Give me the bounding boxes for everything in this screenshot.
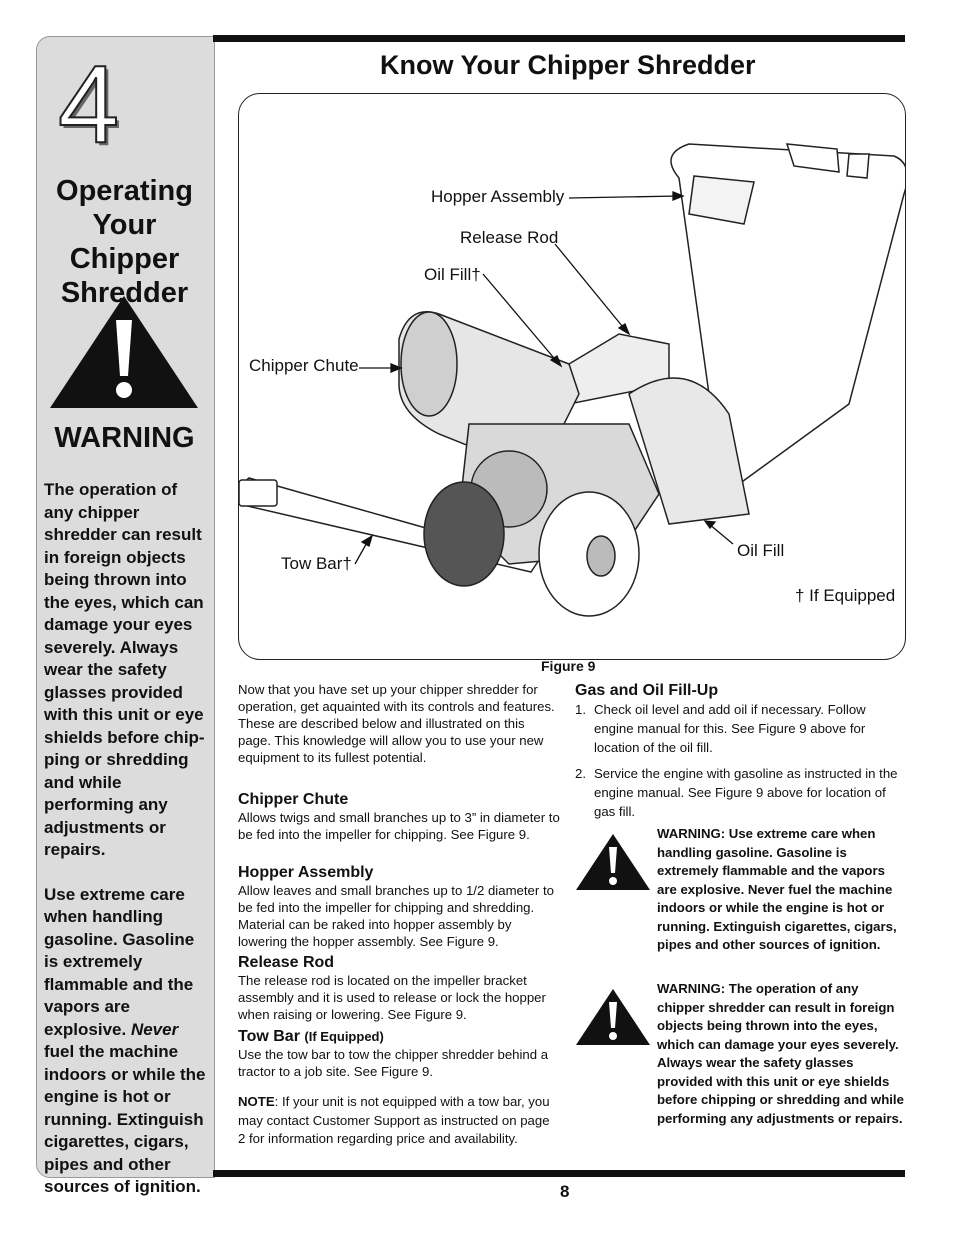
sidebar-warning-label: WARNING xyxy=(54,422,195,454)
section-hopper-assembly: Hopper Assembly Allow leaves and small b… xyxy=(238,863,560,950)
chapter-sidebar xyxy=(36,36,215,1178)
page-title: Know Your Chipper Shredder xyxy=(380,50,756,80)
bottom-rule xyxy=(213,1170,905,1177)
warning-text: WARNING: Use extreme care when handling … xyxy=(657,826,897,952)
sidebar-title: Operating Your Chipper Shredder xyxy=(36,174,213,310)
sidebar-warning-text: The operation of any chipper shredder ca… xyxy=(44,479,208,1221)
page-number: 8 xyxy=(560,1182,570,1201)
list-item: 1.Check oil level and add oil if necessa… xyxy=(575,702,866,755)
section-text: Allow leaves and small branches up to 1/… xyxy=(238,883,554,949)
sidebar-warning-para: Use extreme care when handling gasoline.… xyxy=(44,884,206,1197)
section-chipper-chute: Chipper Chute Allows twigs and small bra… xyxy=(238,790,560,843)
chapter-number: 4 xyxy=(57,43,120,166)
section-text: Use the tow bar to tow the chipper shred… xyxy=(238,1047,549,1079)
sidebar-title-line: Your Chipper xyxy=(69,209,180,275)
figure-caption: Figure 9 xyxy=(541,658,596,674)
callout-hopper-assembly: Hopper Assembly xyxy=(431,187,565,206)
section-heading: Tow Bar (If Equipped) xyxy=(238,1028,384,1045)
section-heading: Hopper Assembly xyxy=(238,864,374,881)
warning-triangle-icon xyxy=(575,988,651,1051)
section-heading: Chipper Chute xyxy=(238,791,349,808)
callout-oil-fill: Oil Fill xyxy=(737,541,785,560)
section-text: The release rod is located on the impell… xyxy=(238,973,546,1022)
section-heading: Release Rod xyxy=(238,954,335,971)
callout-release-rod: Release Rod xyxy=(460,228,559,247)
gas-oil-section: Gas and Oil Fill-Up 1.Check oil level an… xyxy=(575,681,905,821)
callout-oil-fill-dagger: Oil Fill† xyxy=(424,265,481,284)
callout-if-equipped: † If Equipped xyxy=(795,586,896,605)
section-tow-bar: Tow Bar (If Equipped) Use the tow bar to… xyxy=(238,1027,560,1080)
list-item: 2.Service the engine with gasoline as in… xyxy=(575,766,898,819)
callout-chipper-chute: Chipper Chute xyxy=(249,356,359,375)
chipper-shredder-illustration xyxy=(239,143,905,617)
callout-tow-bar: Tow Bar† xyxy=(281,554,352,573)
section-release-rod: Release Rod The release rod is located o… xyxy=(238,953,560,1023)
top-rule xyxy=(213,35,905,42)
section-text: Allows twigs and small branches up to 3”… xyxy=(238,810,560,842)
warning-text: WARNING: The operation of any chipper sh… xyxy=(657,981,904,1126)
note-paragraph: NOTE: If your unit is not equipped with … xyxy=(238,1094,550,1146)
warning-triangle-icon xyxy=(575,833,651,896)
section-heading: Gas and Oil Fill-Up xyxy=(575,682,719,699)
sidebar-title-line: Operating xyxy=(56,175,193,207)
figure-9-frame: Hopper Assembly Release Rod Oil Fill† Ch… xyxy=(238,93,906,660)
intro-paragraph: Now that you have set up your chipper sh… xyxy=(238,682,555,765)
sidebar-warning-para: The operation of any chipper shredder ca… xyxy=(44,480,205,859)
warning-triangle-icon xyxy=(48,294,200,415)
